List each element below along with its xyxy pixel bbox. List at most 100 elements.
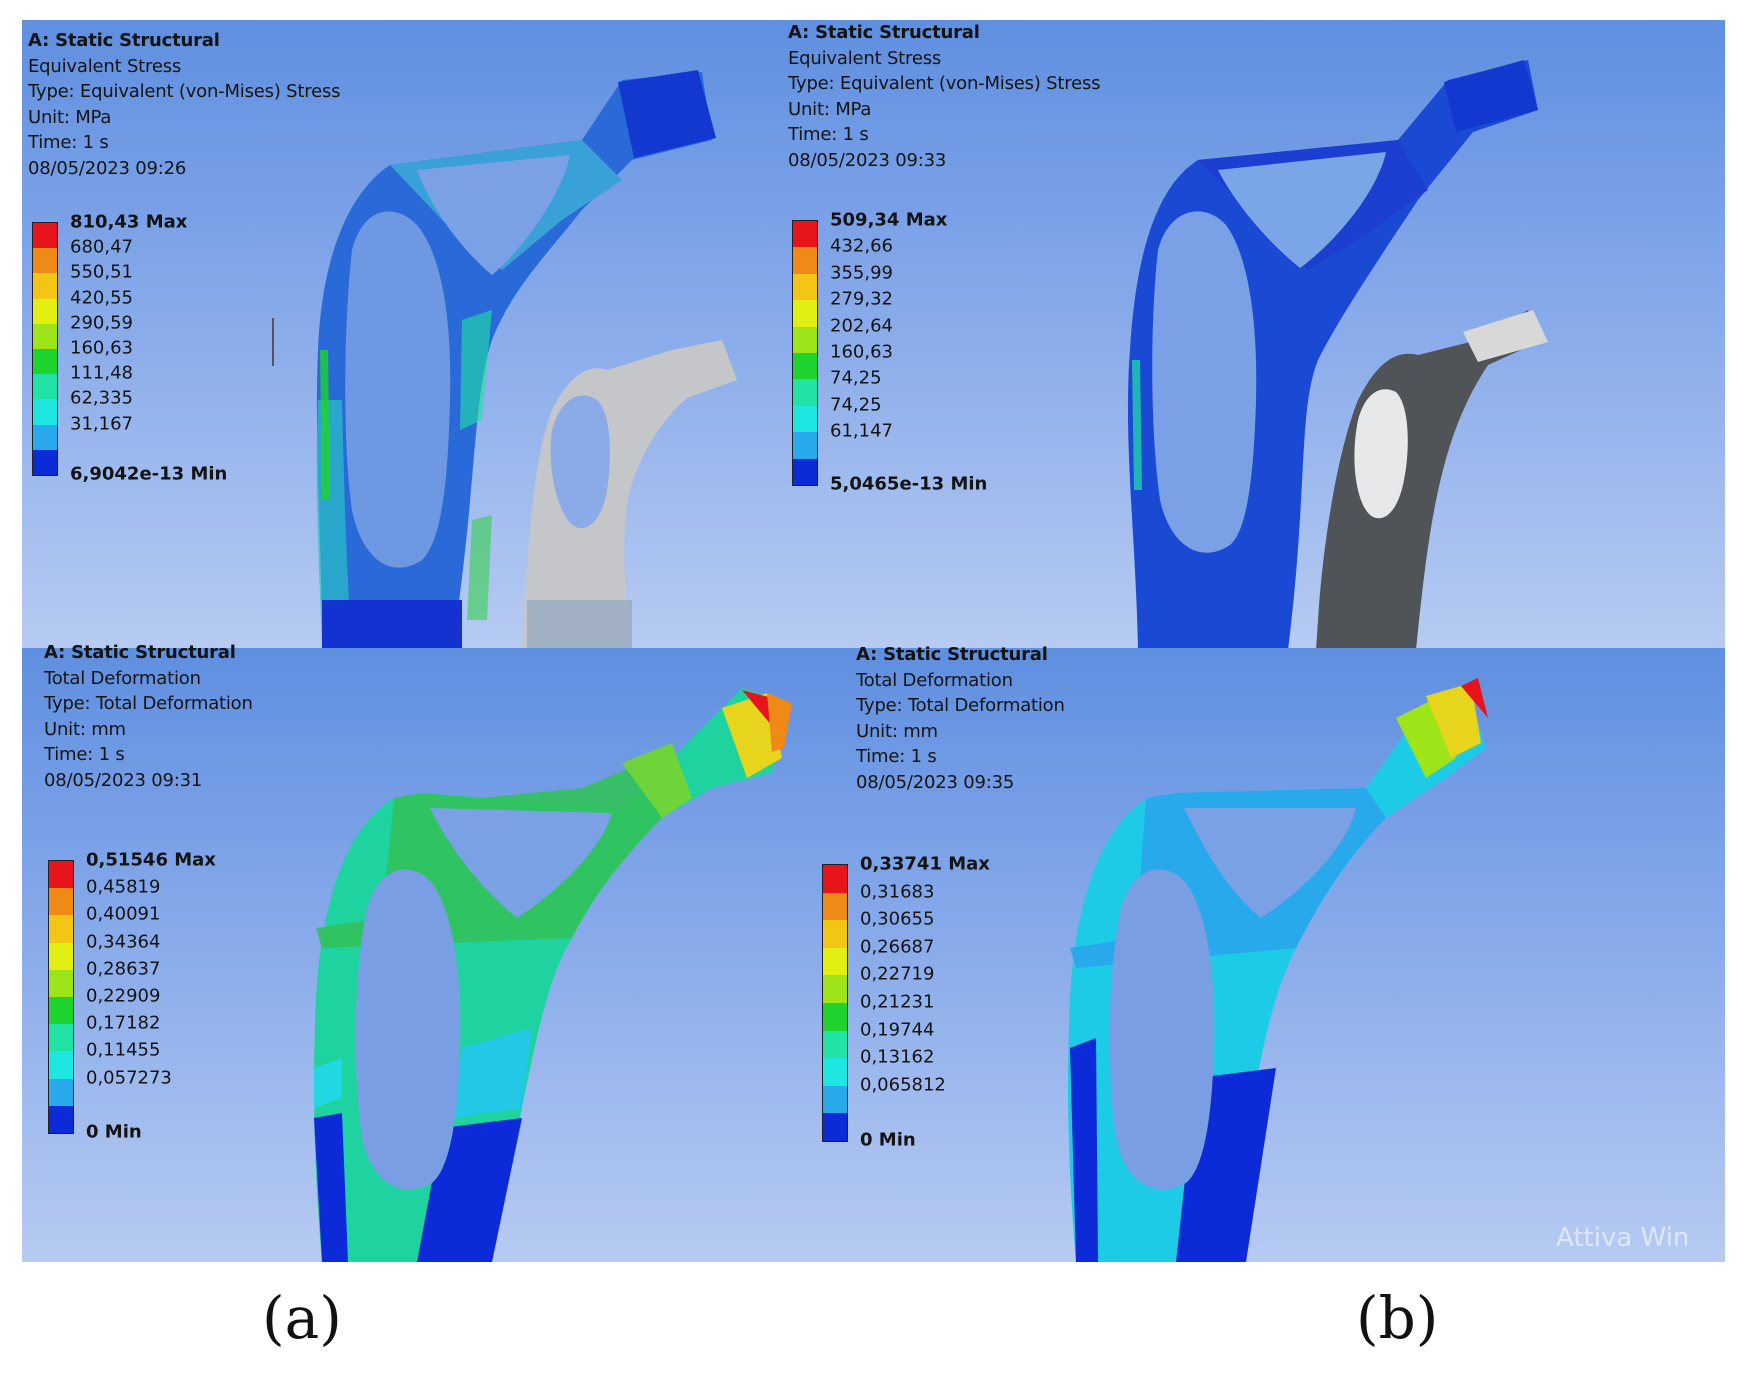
- legend-swatch: [33, 323, 57, 349]
- stress-model-a: [316, 70, 737, 650]
- legend-max-label: 0,51546 Max: [86, 849, 216, 871]
- legend-swatch: [49, 1051, 73, 1079]
- legend-swatch: [793, 379, 817, 406]
- result-type: Type: Total Deformation: [44, 693, 253, 715]
- legend-swatch: [33, 273, 57, 299]
- legend-label: 0,11455: [86, 1039, 161, 1061]
- legend-swatch: [823, 892, 847, 921]
- legend-label: 0,34364: [86, 931, 161, 953]
- result-info-a-stress: A: Static Structural Equivalent Stress T…: [28, 28, 341, 182]
- legend-label: 0,22909: [86, 985, 161, 1007]
- panel-stress-b: A: Static Structural Equivalent Stress T…: [788, 20, 1725, 650]
- deformation-model-b: [1068, 678, 1488, 1262]
- legend-label: 0,13162: [860, 1046, 935, 1068]
- legend-swatch: [49, 1024, 73, 1052]
- legend-label: 420,55: [70, 287, 133, 309]
- legend-min-label: 0 Min: [860, 1129, 916, 1151]
- legend-swatch: [33, 424, 57, 450]
- result-time: Time: 1 s: [788, 124, 869, 146]
- legend-label: 290,59: [70, 312, 133, 334]
- result-date: 08/05/2023 09:35: [856, 771, 1015, 793]
- result-unit: Unit: mm: [856, 720, 938, 742]
- legend-swatch: [49, 915, 73, 943]
- legend-label: 0,22719: [860, 963, 935, 985]
- legend-label: 680,47: [70, 236, 133, 258]
- result-unit: Unit: mm: [44, 718, 126, 740]
- caption-a: (a): [262, 1284, 342, 1352]
- deformation-model-a: [314, 688, 792, 1262]
- result-time: Time: 1 s: [44, 744, 125, 766]
- legend-swatch: [823, 1085, 847, 1114]
- legend-swatch: [33, 223, 57, 249]
- legend-color-bar: [48, 860, 74, 1134]
- legend-swatch: [793, 326, 817, 353]
- legend-swatch: [33, 298, 57, 324]
- result-time: Time: 1 s: [28, 132, 109, 154]
- result-info-a-deformation: A: Static Structural Total Deformation T…: [44, 640, 253, 794]
- legend-label: 0,28637: [86, 958, 161, 980]
- analysis-title: A: Static Structural: [856, 644, 1048, 665]
- legend-label: 0,40091: [86, 903, 161, 925]
- result-unit: Unit: MPa: [28, 106, 112, 128]
- cursor-marker: [272, 318, 274, 366]
- legend-label: 0,26687: [860, 936, 935, 958]
- legend-swatch: [33, 348, 57, 375]
- legend-label: 160,63: [70, 337, 133, 359]
- legend-swatch: [49, 861, 73, 889]
- legend-label: 0,21231: [860, 991, 935, 1013]
- legend-label: 202,64: [830, 315, 893, 337]
- legend-swatch: [793, 221, 817, 248]
- panel-stress-a: A: Static Structural Equivalent Stress T…: [22, 20, 868, 650]
- legend-label: 74,25: [830, 394, 882, 416]
- legend-label: 111,48: [70, 362, 133, 384]
- legend-swatch: [49, 1105, 73, 1133]
- legend-swatch: [49, 942, 73, 970]
- legend-swatch: [33, 248, 57, 274]
- legend-label: 0,30655: [860, 908, 935, 930]
- legend-swatch: [793, 247, 817, 274]
- legend-swatch: [823, 865, 847, 893]
- legend-swatch: [793, 352, 817, 380]
- legend-swatch: [33, 449, 57, 475]
- legend-max-label: 810,43 Max: [70, 211, 188, 233]
- legend-swatch: [823, 1113, 847, 1141]
- legend-label: 0,19744: [860, 1019, 935, 1041]
- legend-color-bar: [822, 864, 848, 1142]
- analysis-title: A: Static Structural: [44, 642, 236, 663]
- legend-max-label: 509,34 Max: [830, 209, 948, 231]
- result-type: Type: Total Deformation: [856, 695, 1065, 717]
- result-info-b-deformation: A: Static Structural Total Deformation T…: [856, 642, 1065, 796]
- legend-max-label: 0,33741 Max: [860, 853, 990, 875]
- legend-label: 0,057273: [86, 1067, 172, 1089]
- legend-swatch: [823, 975, 847, 1003]
- analysis-title: A: Static Structural: [28, 30, 220, 51]
- result-unit: Unit: MPa: [788, 98, 872, 120]
- panel-deformation-a: A: Static Structural Total Deformation T…: [22, 642, 868, 1262]
- legend-color-bar: [32, 222, 58, 476]
- result-name: Equivalent Stress: [788, 47, 942, 69]
- legend-label: 0,17182: [86, 1012, 161, 1034]
- legend-label: 61,147: [830, 420, 893, 442]
- os-watermark: Attiva Win: [1556, 1223, 1690, 1253]
- result-date: 08/05/2023 09:33: [788, 149, 947, 171]
- result-info-b-stress: A: Static Structural Equivalent Stress T…: [788, 20, 1101, 174]
- legend-swatch: [33, 399, 57, 425]
- legend-label: 62,335: [70, 387, 133, 409]
- legend-min-label: 6,9042e-13 Min: [70, 463, 228, 485]
- result-type: Type: Equivalent (von-Mises) Stress: [28, 81, 341, 103]
- analysis-title: A: Static Structural: [788, 22, 980, 43]
- result-time: Time: 1 s: [856, 746, 937, 768]
- legend-swatch: [49, 969, 73, 997]
- legend-label: 550,51: [70, 261, 133, 283]
- legend-label: 0,31683: [860, 881, 935, 903]
- result-name: Equivalent Stress: [28, 55, 182, 77]
- caption-b: (b): [1356, 1284, 1439, 1352]
- legend-label: 74,25: [830, 367, 882, 389]
- legend-swatch: [793, 432, 817, 459]
- legend-swatch: [49, 888, 73, 916]
- legend-swatch: [823, 1002, 847, 1031]
- result-name: Total Deformation: [856, 669, 1013, 691]
- legend-swatch: [49, 1078, 73, 1106]
- legend-color-bar: [792, 220, 818, 486]
- legend-label: 0,45819: [86, 876, 161, 898]
